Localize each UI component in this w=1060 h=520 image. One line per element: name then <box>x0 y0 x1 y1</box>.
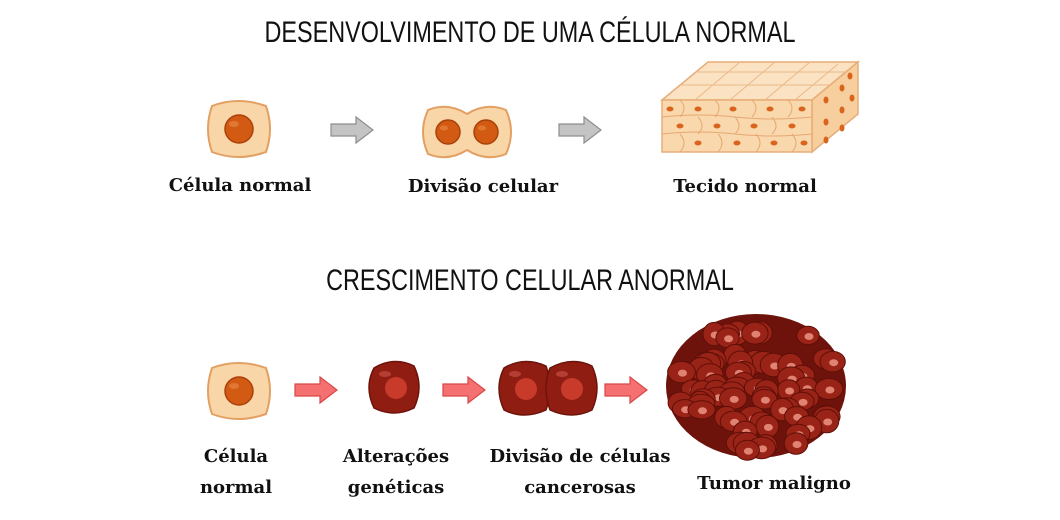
label-cell-division: Divisão celular <box>407 176 559 197</box>
grey-arrow-icon <box>558 115 602 145</box>
tumor-cell <box>819 350 846 373</box>
malignant-tumor-illustration <box>666 314 846 461</box>
label-cancer-cell-division: Divisão de células cancerosas <box>476 441 684 503</box>
tumor-cell <box>741 321 769 345</box>
normal-tissue-illustration <box>659 60 861 154</box>
normal-cell-illustration <box>207 362 271 420</box>
pink-arrow-icon <box>442 375 486 405</box>
dividing-cell-illustration <box>422 105 512 159</box>
dividing-cancer-cells-illustration <box>498 360 598 416</box>
label-line: Alterações <box>342 446 450 467</box>
normal-cell-illustration <box>207 100 271 158</box>
title-abnormal-growth: CRESCIMENTO CELULAR ANORMAL <box>326 264 734 297</box>
tumor-cell <box>796 325 820 346</box>
label-line: genéticas <box>347 477 445 498</box>
label-normal-tissue: Tecido normal <box>673 176 817 197</box>
tumor-cell <box>687 400 716 420</box>
tumor-cell <box>814 378 844 400</box>
pink-arrow-icon <box>604 375 648 405</box>
tumor-cell <box>783 432 809 455</box>
tumor-cell <box>718 387 748 410</box>
label-line: cancerosas <box>524 477 636 498</box>
label-genetic-alterations: Alterações genéticas <box>326 441 466 503</box>
pink-arrow-icon <box>294 375 338 405</box>
tumor-cell <box>734 439 760 461</box>
label-malignant-tumor: Tumor maligno <box>697 473 851 494</box>
label-normal-cell: Célula normal <box>168 175 312 196</box>
title-normal-development: DESENVOLVIMENTO DE UMA CÉLULA NORMAL <box>264 16 796 49</box>
label-line: Célula <box>203 446 269 467</box>
label-normal-cell-2: Célula normal <box>176 441 296 503</box>
label-line: Divisão de células <box>489 446 671 467</box>
label-line: normal <box>199 477 273 498</box>
mutated-cell-illustration <box>368 360 420 414</box>
grey-arrow-icon <box>330 115 374 145</box>
tumor-cell <box>667 360 696 384</box>
